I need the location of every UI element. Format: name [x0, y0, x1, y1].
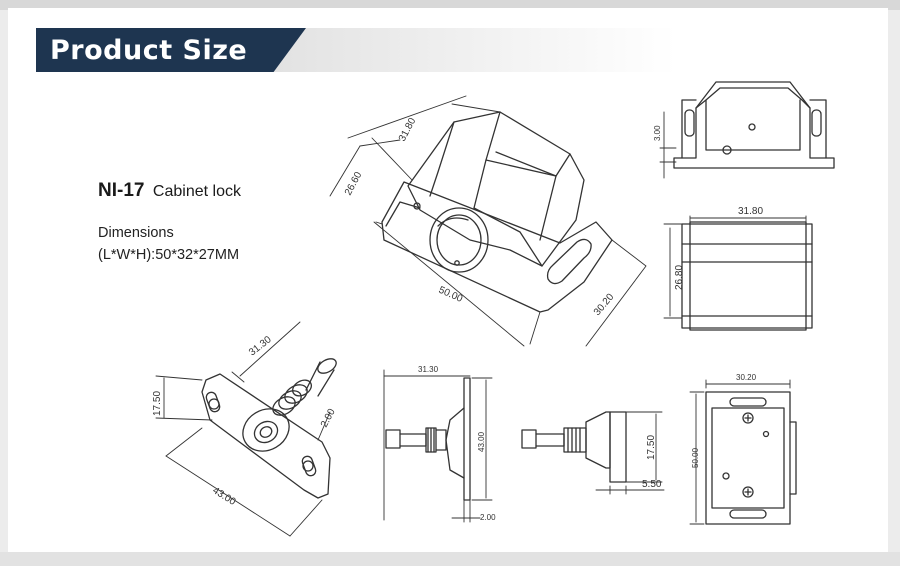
plate-view-dim-50-00: 50.00 [691, 447, 700, 468]
bottom-shadow [0, 552, 900, 566]
plate-view-dim-30-20: 30.20 [736, 373, 757, 382]
iso-lock-dim-30-20: 30.20 [592, 291, 617, 318]
side-view-a-dim-2-00: 2.00 [480, 513, 496, 522]
side-view-a-drawing [383, 369, 493, 523]
dimensions-value: (L*W*H):50*32*27MM [98, 247, 240, 263]
dimensions-label: Dimensions [98, 225, 174, 241]
side-view-b-dim-17-50: 17.50 [646, 435, 657, 460]
iso-plunger-dim-2-00: 2.00 [319, 407, 338, 430]
front-view-dim-3-00: 3.00 [653, 125, 662, 141]
top-view-dim-26-80: 26.80 [674, 265, 685, 290]
side-view-a-dim-43-00: 43.00 [477, 431, 486, 452]
header-banner-accent [36, 28, 306, 72]
iso-plunger-dim-31-30: 31.30 [247, 334, 274, 358]
product-model: NI-17 [98, 180, 145, 201]
top-view-dim-31-80: 31.80 [738, 206, 763, 217]
iso-plunger-drawing [155, 321, 337, 537]
iso-lock-dim-26-60: 26.60 [343, 170, 365, 198]
side-view-b-drawing [521, 411, 665, 495]
iso-lock-drawing [329, 95, 647, 347]
iso-lock-dim-31-80: 31.80 [397, 116, 419, 144]
plate-view-drawing [689, 379, 797, 525]
iso-plunger-dim-43-00: 43.00 [210, 485, 237, 508]
page-title: Product Size [50, 35, 248, 66]
top-rule [0, 0, 900, 10]
product-name: Cabinet lock [152, 183, 241, 200]
side-view-a-dim-31-30: 31.30 [418, 365, 439, 374]
iso-lock-dim-50-00: 50.00 [437, 285, 465, 305]
front-view-drawing [659, 81, 835, 179]
iso-plunger-dim-17-50: 17.50 [152, 391, 163, 416]
side-view-b-dim-5-50: 5.50 [642, 479, 662, 490]
product-model-line: NI-17 Cabinet lock [98, 180, 241, 202]
top-view-drawing [663, 215, 813, 331]
